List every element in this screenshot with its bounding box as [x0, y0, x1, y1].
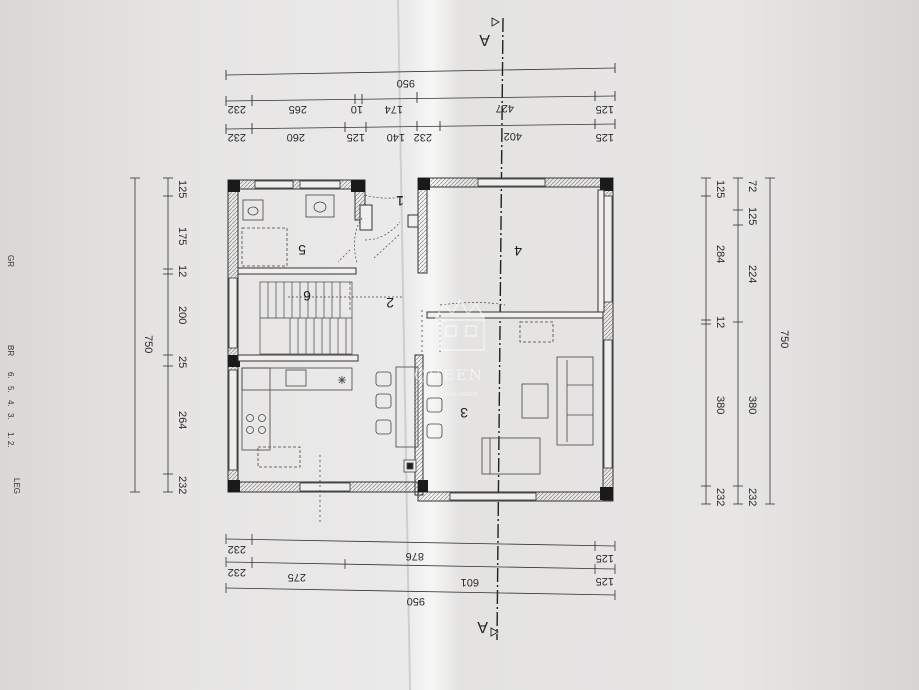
dim-label: 125 — [596, 131, 614, 143]
dim-label: 232 — [228, 131, 246, 143]
dimension-text-bottom: 232 876 125 232 275 601 125 950 — [228, 543, 614, 607]
legend-label: BR — [6, 345, 15, 356]
paper-fold — [397, 0, 411, 690]
crown-logo-icon — [434, 298, 486, 351]
dim-label: 876 — [406, 550, 424, 562]
dim-label: 232 — [176, 476, 188, 494]
interior-walls — [237, 189, 605, 362]
dim-label: 284 — [714, 245, 726, 263]
staircase — [259, 281, 404, 355]
room-label-6: 6 — [303, 288, 311, 304]
room-label-3: 3 — [460, 405, 468, 421]
dim-label: 12 — [176, 265, 188, 277]
dim-label: 402 — [504, 130, 522, 142]
bathroom-fixtures — [241, 194, 335, 267]
room-label-4: 4 — [514, 243, 522, 259]
room-label-2: 2 — [386, 295, 394, 311]
dimension-chain-left — [130, 177, 173, 493]
dim-label: 125 — [347, 131, 365, 143]
dim-label: 224 — [746, 265, 758, 283]
dim-label: 232 — [746, 488, 758, 506]
dim-label: 125 — [596, 552, 614, 564]
room-label-5: 5 — [298, 242, 306, 258]
dim-label: 380 — [714, 396, 726, 414]
dim-label: 72 — [746, 180, 758, 192]
legend-line: 6. — [6, 372, 15, 379]
armchair-icon — [481, 437, 541, 475]
dim-label: 125 — [714, 180, 726, 198]
dim-label: 125 — [596, 575, 614, 587]
dim-label: 232 — [228, 566, 246, 578]
kitchen-fixtures — [241, 367, 353, 525]
dimension-chain-top — [225, 63, 616, 134]
dim-label: 260 — [287, 131, 305, 143]
section-arrow-top — [491, 17, 500, 27]
section-line-a: A A — [477, 17, 504, 641]
sofa-icon — [556, 356, 594, 446]
living-furniture — [403, 321, 594, 475]
dim-label: 200 — [176, 306, 188, 324]
dimension-text-left: 750 125 175 12 200 25 264 232 — [142, 180, 188, 494]
dim-label: 175 — [176, 227, 188, 245]
kitchen-sink-icon — [285, 369, 307, 387]
watermark: QUEEN REAL ESTATE — [414, 298, 486, 398]
dim-label: 125 — [176, 180, 188, 198]
coffee-table-icon — [521, 383, 549, 419]
legend-fragment: LEG 1. 2. 3. 4. 5. 6. BR GR — [6, 255, 21, 494]
dimension-chain-right — [701, 177, 775, 505]
watermark-name: QUEEN — [414, 366, 484, 384]
section-label-bottom: A — [477, 618, 488, 635]
section-label-top: A — [479, 31, 490, 48]
legend-title: LEG — [12, 478, 21, 494]
dim-label: 232 — [714, 488, 726, 506]
dim-label: 265 — [289, 103, 307, 115]
dim-label: 275 — [288, 571, 306, 583]
dim-label: 125 — [596, 103, 614, 115]
fridge-mark-icon — [338, 376, 346, 384]
dim-label: 10 — [351, 103, 363, 115]
section-arrow-bottom — [490, 627, 499, 637]
room-label-1: 1 — [396, 193, 404, 209]
windows — [228, 178, 613, 501]
sink-icon — [305, 194, 335, 218]
dining-set — [375, 310, 443, 448]
dim-overall-left: 750 — [142, 335, 154, 353]
dim-label: 232 — [414, 131, 432, 143]
legend-line: 1. 2. — [6, 432, 15, 448]
dim-label: 232 — [228, 103, 246, 115]
dim-label: 264 — [176, 411, 188, 429]
dim-label: 12 — [714, 316, 726, 328]
cooktop-icon — [246, 414, 254, 422]
legend-line: 4. — [6, 400, 15, 407]
watermark-tag: REAL ESTATE — [445, 392, 479, 398]
dim-label: 232 — [228, 543, 246, 555]
dim-overall-top: 950 — [397, 77, 415, 89]
room-labels: 1 2 3 4 5 6 — [298, 193, 522, 421]
dim-label: 427 — [496, 102, 514, 114]
dim-overall-bottom: 950 — [407, 595, 425, 607]
dim-overall-right: 750 — [778, 330, 790, 348]
door-swings — [337, 194, 506, 306]
dim-label: 174 — [385, 103, 403, 115]
dim-label: 140 — [387, 131, 405, 143]
dim-label: 125 — [746, 207, 758, 225]
dim-label: 380 — [746, 396, 758, 414]
dim-label: 25 — [176, 356, 188, 368]
dimension-chain-bottom — [225, 534, 616, 600]
dimension-text-top: 950 232 265 10 174 427 125 232 260 125 1… — [228, 77, 614, 143]
legend-label: GR — [6, 255, 15, 267]
legend-line: 3. — [6, 413, 15, 420]
legend-line: 5. — [6, 386, 15, 393]
dim-label: 601 — [461, 576, 479, 588]
toilet-icon — [242, 199, 264, 221]
dimension-text-right: 125 284 12 380 232 72 125 224 380 232 75… — [714, 180, 790, 506]
